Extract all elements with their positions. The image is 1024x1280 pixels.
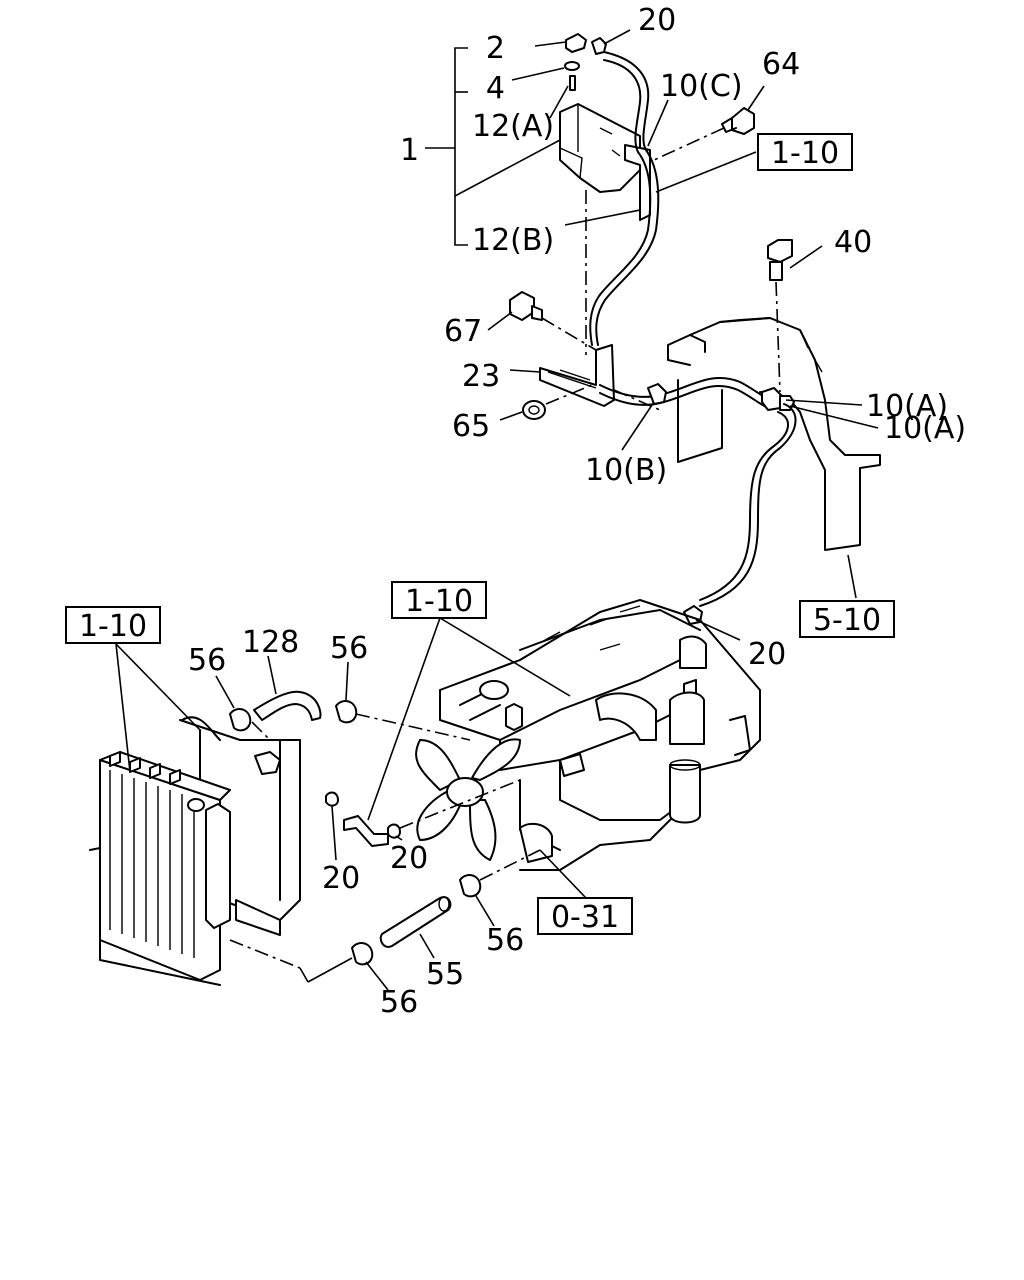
lower-radiator-hose-55 [379, 896, 452, 948]
water-inlet-pipe [519, 822, 553, 863]
hose-clamp-56-a [229, 708, 252, 732]
callout-2: 2 [486, 31, 505, 66]
oil-filter [669, 764, 701, 824]
nut-65 [522, 400, 546, 420]
reference-box-center[interactable]: 1-10 [391, 581, 487, 619]
reference-box-5-10[interactable]: 5-10 [799, 600, 895, 638]
hose-clip-10b [647, 383, 667, 405]
hose-clip-20-top [591, 37, 607, 55]
ref-center-leader-a [367, 617, 441, 821]
radiator-hoses [215, 655, 541, 991]
callout-20-right: 20 [748, 637, 786, 672]
nipple-12a [569, 75, 576, 91]
reference-label-top: 1-10 [771, 136, 839, 171]
callout-labels: 2 20 4 10(C) 64 12(A) 1 12(B) 40 67 10(A… [188, 3, 966, 1020]
bolt-67 [509, 291, 535, 321]
callout-10a-1: 10(A) [866, 389, 948, 424]
reference-label-center: 1-10 [405, 584, 473, 619]
callout-64: 64 [762, 47, 800, 82]
callout-40: 40 [834, 225, 872, 260]
reserve-tank-body [559, 103, 641, 193]
callout-67: 67 [444, 314, 482, 349]
reference-label-5-10: 5-10 [813, 603, 881, 638]
reference-box-0-31[interactable]: 0-31 [537, 897, 633, 935]
callout-1: 1 [400, 133, 419, 168]
callout-56-d: 56 [380, 985, 418, 1020]
radiator-cap [187, 798, 205, 812]
callout-20-top: 20 [638, 3, 676, 38]
callout-56-a: 56 [188, 643, 226, 678]
hose-clip-20-mid-a [325, 791, 339, 807]
reference-label-0-31: 0-31 [551, 900, 619, 935]
callout-55: 55 [426, 957, 464, 992]
callout-12b: 12(B) [472, 223, 554, 258]
washer-4 [564, 61, 580, 71]
callout-23: 23 [462, 359, 500, 394]
bolt-64 [731, 107, 755, 135]
cabin-panel [667, 317, 881, 599]
engine-block [439, 599, 761, 871]
thermostat-housing [595, 692, 657, 741]
callout-20-mid-a: 20 [322, 861, 360, 896]
callout-12a: 12(A) [472, 109, 554, 144]
reference-box-top[interactable]: 1-10 [757, 133, 853, 171]
upper-radiator-hose-128 [253, 690, 322, 721]
ref-left-leader-a [115, 643, 131, 773]
callout-128: 128 [242, 625, 299, 660]
hose-clip-20-mid-b [387, 823, 401, 839]
callout-4: 4 [486, 71, 505, 106]
oil-filler-cap [479, 680, 509, 700]
reference-label-left: 1-10 [79, 609, 147, 644]
callout-10a-2: 10(A) [884, 411, 966, 446]
radiator [89, 716, 301, 986]
mounting-bracket-assembly [487, 291, 661, 421]
callout-20-mid-b: 20 [390, 841, 428, 876]
ref-center-leader-b [439, 617, 571, 697]
tank-cap-2 [565, 33, 587, 53]
ref-left-leader-b [115, 643, 201, 731]
callout-56-b: 56 [330, 631, 368, 666]
hose-clamp-56-b [335, 700, 358, 724]
hose-clamp-56-c [459, 874, 482, 898]
callout-56-c: 56 [486, 923, 524, 958]
callout-10b: 10(B) [585, 453, 667, 488]
cooling-fan [415, 738, 521, 861]
hose-clamp-56-d [351, 942, 374, 966]
callout-10c: 10(C) [660, 69, 743, 104]
reference-box-left[interactable]: 1-10 [65, 606, 161, 644]
reserve-tank-assembly [425, 29, 765, 355]
ref-0-31-leader [539, 849, 587, 899]
coolant-hose-10 [599, 239, 879, 641]
bolt-40 [767, 239, 793, 263]
callout-65: 65 [452, 409, 490, 444]
radiator-tank [205, 803, 231, 929]
